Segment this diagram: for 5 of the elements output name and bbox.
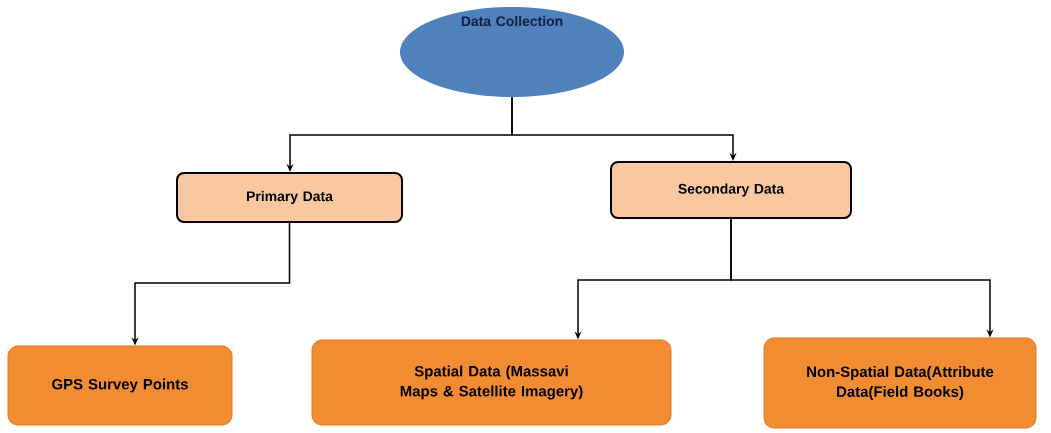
process-box: Secondary Data [610,161,852,219]
output-box: Spatial Data (Massavi Maps & Satellite Imagery) [311,339,672,426]
output-box: GPS Survey Points [7,345,233,426]
output-box: Non-Spatial Data(Attribute Data(Field Books) [763,337,1037,429]
process-box: Primary Data [176,172,403,223]
